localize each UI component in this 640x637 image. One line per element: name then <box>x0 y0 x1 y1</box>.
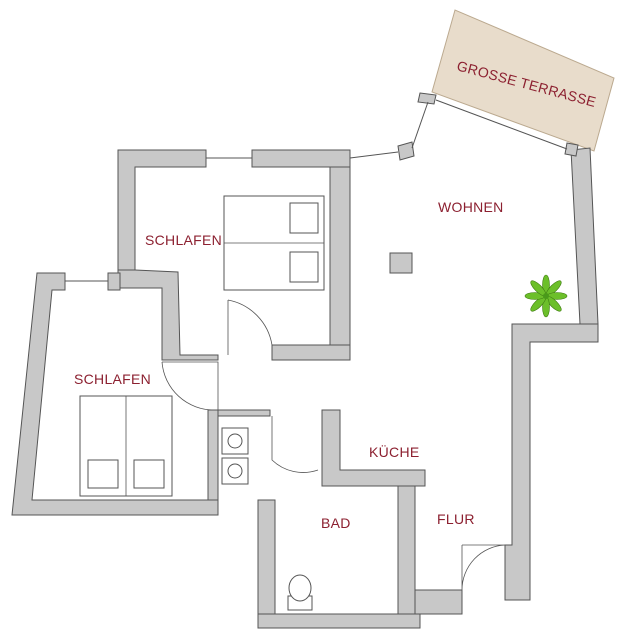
label-bath: BAD <box>321 515 351 531</box>
column <box>389 252 413 274</box>
label-kitchen: KÜCHE <box>369 443 420 460</box>
walls <box>11 92 599 629</box>
windows <box>65 99 568 282</box>
bed-upper <box>223 195 325 291</box>
bed-lower <box>79 395 173 497</box>
label-hall: FLUR <box>437 511 475 527</box>
doors <box>161 299 506 591</box>
terrace-area <box>431 9 615 152</box>
toilet <box>287 574 313 611</box>
label-bedroom-upper: SCHLAFEN <box>145 232 222 248</box>
label-living: WOHNEN <box>438 199 504 215</box>
plant-icon <box>524 274 568 318</box>
sinks <box>221 427 249 485</box>
label-bedroom-lower: SCHLAFEN <box>74 371 151 387</box>
